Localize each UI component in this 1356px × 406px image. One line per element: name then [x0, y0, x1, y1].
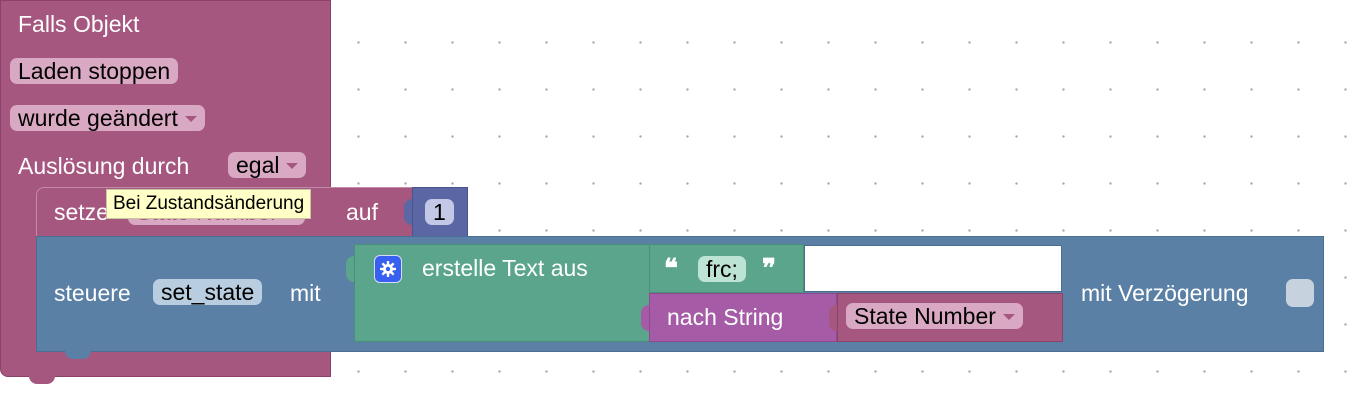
object-name-field[interactable]: Laden stoppen	[10, 58, 179, 84]
control-label: steuere	[54, 280, 131, 306]
chevron-down-icon	[1002, 313, 1015, 320]
variable-dropdown[interactable]: State Number	[846, 303, 1023, 329]
event-block-notch	[29, 376, 55, 384]
chevron-down-icon	[286, 162, 299, 169]
text-join-block[interactable]	[354, 244, 651, 342]
object-name-text: Laden stoppen	[18, 58, 171, 84]
gear-icon	[380, 261, 396, 277]
event-title: Falls Objekt	[18, 11, 140, 37]
empty-input-slot[interactable]	[804, 245, 1062, 292]
number-field[interactable]: 1	[425, 199, 454, 225]
number-text: 1	[433, 199, 446, 225]
to-label: auf	[346, 199, 378, 225]
close-quote-icon: ❞	[762, 253, 776, 283]
to-string-label: nach String	[667, 304, 784, 330]
variable-text: State Number	[854, 303, 996, 329]
string-connector	[641, 256, 649, 282]
trigger-text: egal	[236, 152, 280, 178]
delay-label: mit Verzögerung	[1081, 280, 1249, 306]
to-string-block[interactable]	[649, 293, 837, 342]
tooltip-text: Bei Zustandsänderung	[113, 193, 305, 214]
text-join-connector	[346, 256, 354, 282]
condition-text: wurde geändert	[18, 105, 178, 131]
chevron-down-icon	[184, 115, 197, 122]
string-field[interactable]: frc;	[698, 256, 746, 282]
condition-dropdown[interactable]: wurde geändert	[10, 105, 205, 131]
open-quote-icon: ❝	[664, 253, 678, 283]
with-label: mit	[290, 280, 321, 306]
delay-checkbox[interactable]	[1286, 279, 1314, 307]
string-text: frc;	[706, 256, 738, 282]
text-join-label: erstelle Text aus	[422, 255, 588, 281]
control-target-text: set_state	[161, 279, 255, 305]
trigger-label: Auslösung durch	[18, 153, 190, 179]
control-target-field[interactable]: set_state	[153, 279, 263, 305]
trigger-dropdown[interactable]: egal	[228, 152, 307, 178]
to-string-connector	[641, 305, 649, 331]
variable-connector	[829, 305, 837, 331]
tooltip: Bei Zustandsänderung	[106, 189, 312, 219]
set-label: setze	[54, 199, 109, 225]
mutator-button[interactable]	[374, 255, 402, 283]
control-block-notch	[65, 351, 91, 359]
number-connector	[404, 199, 412, 225]
